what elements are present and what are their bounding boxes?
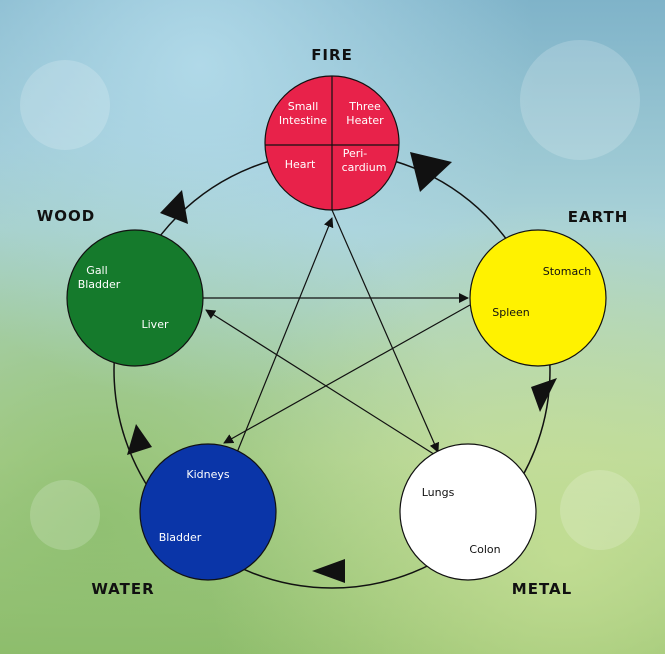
- stomach-label: Stomach: [543, 265, 592, 278]
- earth-circle: [469, 229, 607, 367]
- lungs-label: Lungs: [422, 486, 455, 499]
- water-to-fire-arrow: [235, 217, 334, 456]
- wood-label: WOOD: [37, 207, 96, 225]
- wood-element: Gall Bladder Liver WOOD: [37, 207, 204, 367]
- small-intestine-label-1: Small: [288, 100, 319, 113]
- earth-label: EARTH: [568, 208, 629, 226]
- water-circle: [139, 443, 277, 581]
- liver-label: Liver: [142, 318, 169, 331]
- metal-element: Lungs Colon METAL: [399, 443, 572, 598]
- bokeh-light: [520, 40, 640, 160]
- metal-to-wood-arrow: [205, 309, 441, 459]
- kidneys-label: Kidneys: [186, 468, 230, 481]
- pericardium-label-1: Peri-: [343, 147, 368, 160]
- three-heater-label-1: Three: [348, 100, 381, 113]
- bladder-label: Bladder: [159, 531, 202, 544]
- earth-to-water-arrow: [223, 304, 471, 444]
- water-to-wood-arrowhead: [127, 424, 152, 455]
- generating-cycle-arrowheads: [127, 152, 557, 583]
- fire-element: Small Intestine Three Heater Heart Peri-…: [264, 46, 400, 211]
- colon-label: Colon: [469, 543, 500, 556]
- earth-to-metal-arrowhead: [531, 378, 557, 412]
- gall-bladder-label-1: Gall: [86, 264, 107, 277]
- fire-label: FIRE: [311, 46, 353, 64]
- metal-label: METAL: [512, 580, 572, 598]
- controlling-cycle-lines: [202, 209, 471, 459]
- three-heater-label-2: Heater: [346, 114, 384, 127]
- wood-to-fire-arrowhead: [160, 190, 188, 224]
- pericardium-label-2: cardium: [342, 161, 387, 174]
- bokeh-light: [560, 470, 640, 550]
- water-element: Kidneys Bladder WATER: [91, 443, 277, 598]
- gall-bladder-label-2: Bladder: [78, 278, 121, 291]
- earth-element: Stomach Spleen EARTH: [469, 208, 629, 367]
- water-label: WATER: [91, 580, 154, 598]
- heart-label: Heart: [285, 158, 316, 171]
- spleen-label: Spleen: [492, 306, 530, 319]
- bokeh-light: [20, 60, 110, 150]
- fire-to-metal-arrow: [331, 209, 439, 453]
- wood-circle: [66, 229, 204, 367]
- metal-circle: [399, 443, 537, 581]
- bokeh-light: [30, 480, 100, 550]
- small-intestine-label-2: Intestine: [279, 114, 327, 127]
- metal-to-water-arrowhead: [312, 559, 345, 583]
- fire-to-earth-arrowhead: [410, 152, 452, 192]
